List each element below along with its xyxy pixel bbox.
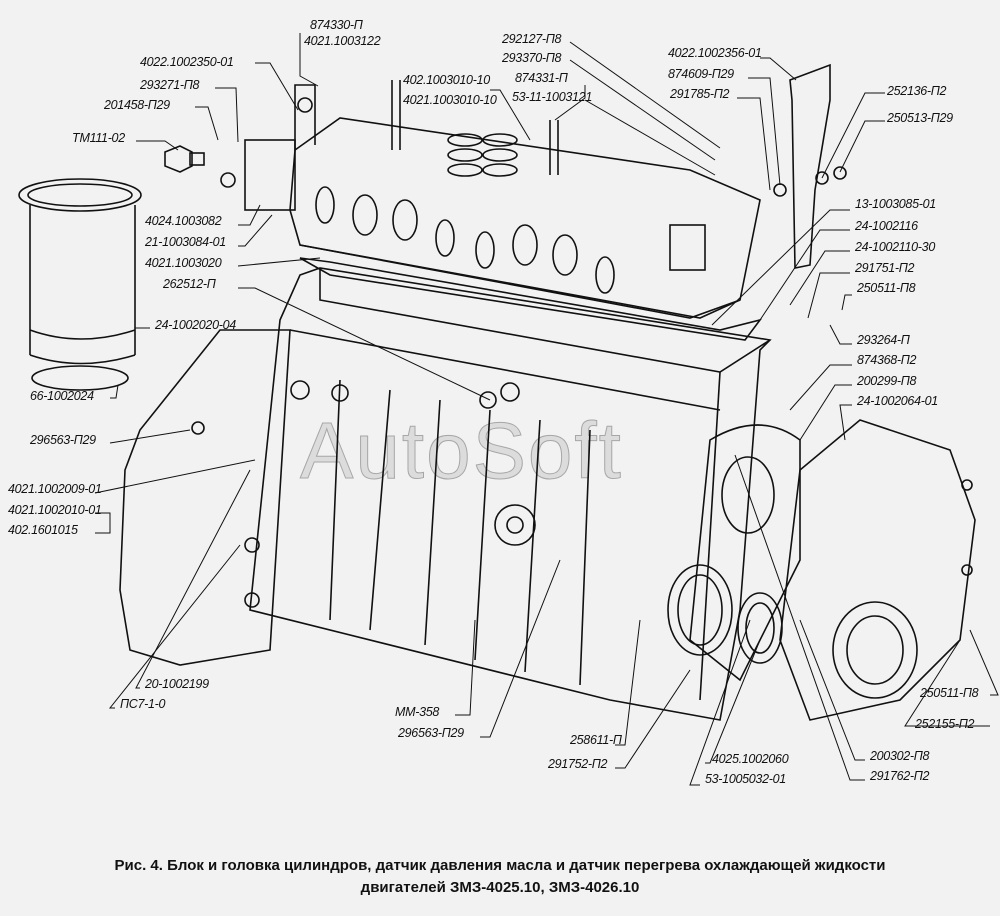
part-label: 200302-П8 [870,749,930,763]
part-label: 258611-П [570,733,622,747]
part-label: 4021.1003020 [145,256,222,270]
part-label: 262512-П [163,277,216,291]
part-label: 24-1002116 [855,219,918,233]
plug [191,421,205,435]
watermark: AutoSoft [300,406,623,496]
part-label: 4024.1003082 [145,214,222,228]
part-label: 250511-П8 [857,281,916,295]
cylinder-liner [18,178,142,391]
bracket [773,63,847,269]
leader-lines [94,33,999,786]
part-label: 291762-П2 [870,769,930,783]
figure-caption-line-2: двигателей ЗМЗ-4025.10, ЗМЗ-4026.10 [360,879,640,896]
part-label: 293370-П8 [502,51,562,65]
part-label: 201458-П29 [104,98,170,112]
part-label: 20-1002199 [145,677,209,691]
part-label: 252155-П2 [915,717,975,731]
part-label: 874609-П29 [668,67,734,81]
part-label: 250513-П29 [887,111,953,125]
front-plate [667,424,801,682]
part-label: 24-1002064-01 [857,394,938,408]
part-label: 24-1002110-30 [855,240,935,254]
part-label: 402.1003010-10 [403,73,490,87]
part-label: 4021.1002010-01 [8,503,102,517]
part-label: 296563-П29 [30,433,96,447]
part-label: 53-1005032-01 [705,772,786,786]
part-label: ПС7-1-0 [120,697,166,711]
part-label: 4022.1002350-01 [140,55,234,69]
part-label: 24-1002020-04 [155,318,236,332]
part-label: 874331-П [515,71,568,85]
sensor-part [164,145,205,173]
part-label: 874368-П2 [857,353,917,367]
part-label: 296563-П29 [398,726,464,740]
part-label: 291751-П2 [855,261,915,275]
part-label: 66-1002024 [30,389,94,403]
part-label: 200299-П8 [857,374,917,388]
part-label: 293264-П [857,333,910,347]
clutch-housing [119,329,291,666]
part-label: 4021.1002009-01 [8,482,102,496]
part-label: 252136-П2 [887,84,947,98]
part-label: 4022.1002356-01 [668,46,762,60]
part-label: 291785-П2 [670,87,730,101]
timing-cover [779,419,976,721]
part-label: 4021.1003122 [304,34,381,48]
part-label: 13-1003085-01 [855,197,936,211]
part-label: 21-1003084-01 [145,235,226,249]
part-label: 293271-П8 [140,78,200,92]
part-label: 4025.1002060 [712,752,789,766]
cylinder-head [220,80,761,319]
part-label: 53-11-1003121 [512,90,592,104]
part-label: 291752-П2 [548,757,608,771]
part-label: ММ-358 [395,705,440,719]
part-label: 292127-П8 [502,32,562,46]
part-label: 250511-П8 [920,686,979,700]
part-label: ТМ111-02 [72,131,125,145]
part-label: 874330-П [310,18,363,32]
part-label: 402.1601015 [8,523,78,537]
part-label: 4021.1003010-10 [403,93,497,107]
figure-caption-line-1: Рис. 4. Блок и головка цилиндров, датчик… [114,857,886,874]
cylinder-block [244,267,772,721]
